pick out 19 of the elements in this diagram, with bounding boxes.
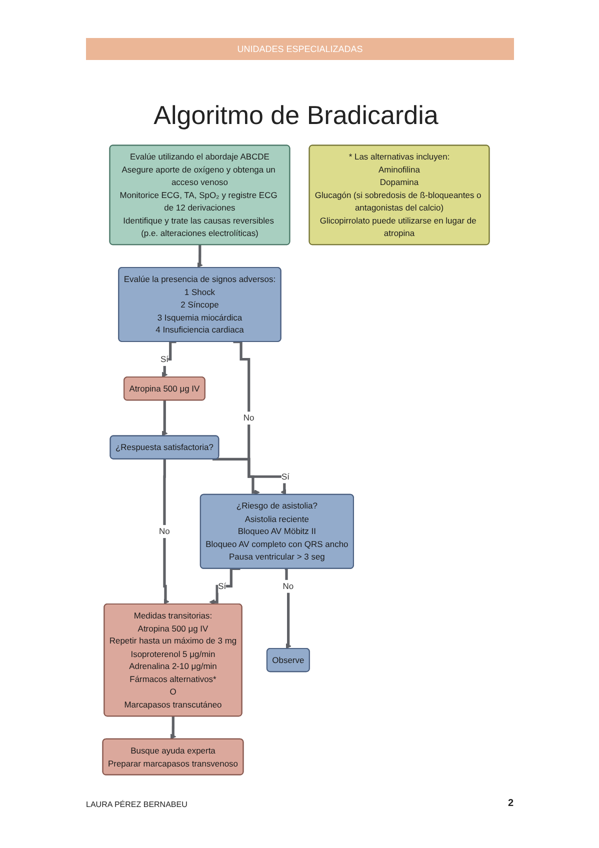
edge-label: No [243,412,254,423]
arrow [233,340,260,496]
edge-label: Sí [218,581,226,591]
arrow [170,715,176,740]
title: Algoritmo de Bradicardia [152,100,440,131]
arrow [284,567,292,650]
arrow [197,244,203,268]
arrow [163,458,170,605]
arrow [209,567,240,605]
edge-label: No [159,526,170,536]
edge-label: Sí [281,472,290,482]
page-number: 2 [508,798,514,809]
edge-label: No [282,581,294,591]
arrow [212,458,286,495]
arrow [162,340,176,378]
arrow [162,399,168,436]
edge-label: Sí [160,354,168,364]
header-bar: UNIDADES ESPECIALIZADAS [86,38,514,60]
footer-author: LAURA PÉREZ BERNABEU [86,800,188,809]
